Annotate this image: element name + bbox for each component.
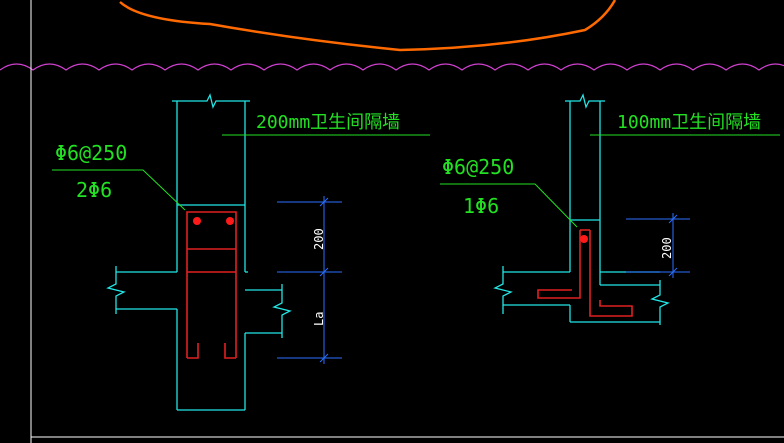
left-rebar-spacing-label: Φ6@250: [55, 141, 127, 165]
revision-cloud-arc: [119, 0, 617, 52]
left-rebar-count-label: 2Φ6: [76, 178, 112, 202]
right-leader-lines: [440, 134, 780, 228]
right-wall-outline: [493, 93, 670, 325]
right-wall-label: 100mm卫生间隔墙: [617, 112, 761, 133]
left-dimension-lines: [277, 196, 342, 364]
right-detail: 100mm卫生间隔墙 Φ6@250 1Φ6 200: [440, 93, 780, 325]
right-dim-top-text: 200: [660, 237, 674, 259]
left-wall-label: 200mm卫生间隔墙: [256, 112, 400, 133]
left-detail: 200mm卫生间隔墙 Φ6@250 2Φ6 200 La: [52, 93, 430, 411]
left-wall-outline: [106, 93, 292, 411]
left-rebar-dot-1: [193, 217, 201, 225]
right-rebar-count-label: 1Φ6: [463, 194, 499, 218]
left-dim-bottom-text: La: [312, 312, 326, 326]
right-rebar-dot: [580, 235, 588, 243]
left-rebar-dot-2: [226, 217, 234, 225]
right-rebar: [537, 229, 633, 317]
wave-break-line: [0, 63, 784, 71]
right-dimension-lines: [626, 213, 690, 278]
left-leader-lines: [52, 134, 430, 211]
left-rebar-stirrup: [186, 211, 237, 359]
right-rebar-spacing-label: Φ6@250: [442, 155, 514, 179]
left-dim-top-text: 200: [312, 228, 326, 250]
